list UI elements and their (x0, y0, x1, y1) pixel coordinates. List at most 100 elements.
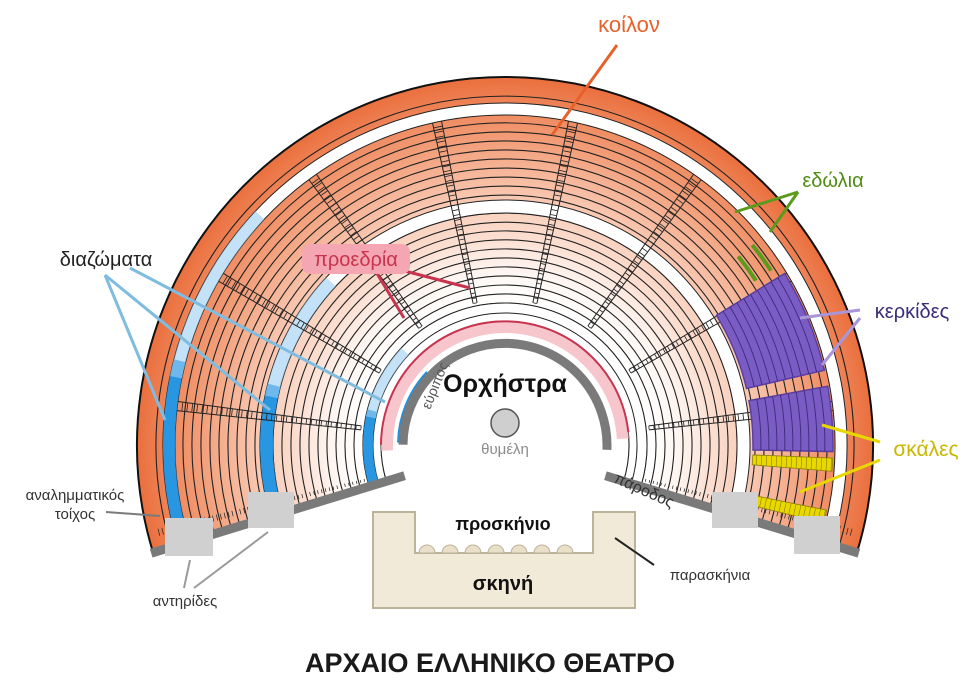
aisle-step (295, 417, 298, 423)
aisle-step (568, 125, 576, 129)
aisle-step (365, 361, 369, 366)
aisle-step (374, 366, 378, 371)
aisle-edge (590, 179, 702, 329)
kerkis-row (811, 389, 818, 452)
side-step (660, 482, 662, 486)
aisle-step (323, 194, 331, 200)
aisle-step (472, 297, 476, 299)
skala-line (765, 455, 768, 466)
aisle-step (459, 238, 465, 241)
aisle-step (335, 211, 342, 216)
side-step (664, 483, 666, 487)
aisle-step (701, 325, 705, 331)
skala-line (793, 503, 797, 516)
aisle-step (682, 190, 689, 196)
seat-row (326, 266, 684, 498)
kerkis-upper (715, 272, 826, 390)
antirides-leader-2 (193, 531, 269, 589)
aisle-step (344, 223, 351, 228)
aisle-step (622, 276, 627, 281)
diazoma-light (170, 211, 265, 379)
aisle-step (650, 356, 653, 361)
aisle-step (559, 169, 567, 173)
side-step (324, 488, 327, 493)
proskinio-column (464, 544, 482, 554)
aisle-step (361, 359, 365, 364)
koilon-label: κοίλον (598, 12, 660, 37)
skala-line (825, 457, 828, 471)
thymeli-altar (490, 408, 520, 438)
aisle-step (227, 278, 232, 286)
aisle-edge (587, 173, 695, 327)
proskinio-label: προσκήνιο (455, 514, 550, 534)
aisle-step (240, 286, 245, 294)
side-step (348, 482, 350, 486)
aisle-step (675, 341, 679, 346)
proskinio-columns (418, 544, 574, 554)
aisle-step (692, 420, 695, 425)
diazomata-leader-1 (103, 274, 167, 421)
aisle-step (435, 130, 443, 134)
aisle-step (671, 207, 678, 212)
aisle-step (241, 410, 243, 417)
seat-row (281, 221, 729, 511)
skala-line (802, 505, 807, 519)
aisle-step (537, 277, 543, 280)
aisle-step (455, 223, 462, 226)
skala-line (820, 457, 823, 471)
proskinio-column (418, 544, 436, 554)
aisle-step (650, 235, 657, 240)
skini-shape (372, 511, 636, 609)
aisle-step (747, 413, 750, 420)
aisle-step (541, 258, 547, 260)
aisle-step (275, 415, 278, 421)
aisle-step (221, 407, 223, 415)
aisle-step (338, 215, 345, 220)
aisle-step (235, 284, 241, 291)
aisle-step (702, 418, 705, 424)
aisle-step (339, 346, 343, 351)
aisle-step (709, 320, 714, 326)
antirides-label: αντηρίδες (153, 593, 218, 610)
aisle-step (712, 417, 715, 423)
aisle-step (540, 263, 546, 265)
aisle-step (246, 411, 248, 418)
aisle-step (315, 420, 318, 425)
aisle-step (549, 218, 556, 221)
aisle-step (352, 354, 356, 359)
skala-line (755, 455, 758, 466)
aisle-step (357, 356, 360, 361)
aisle-step (742, 413, 745, 420)
aisle-step (191, 404, 194, 412)
skala-line (764, 497, 767, 509)
aisle-step (550, 214, 557, 217)
side-step (675, 486, 678, 491)
aisle-edge (222, 272, 382, 370)
aisle-step (697, 419, 700, 425)
analimmatikos-walls (149, 471, 861, 558)
koilon-leader (550, 44, 619, 136)
aisle-step (697, 328, 701, 334)
kerkides-blocks (715, 272, 834, 453)
diazomata-leader-3 (129, 266, 386, 404)
skala-line (773, 499, 777, 511)
side-step (297, 494, 300, 500)
kerkis-row (750, 294, 786, 380)
aisle-step (461, 248, 467, 251)
kerkides-leader-2 (820, 317, 862, 366)
aisle-step (641, 361, 645, 366)
side-step (336, 485, 339, 490)
aisle-step (261, 299, 266, 306)
side-step (227, 511, 230, 518)
aisle-step (671, 343, 675, 349)
aisle-step (309, 328, 313, 334)
aisle-step (605, 301, 609, 305)
kerkides-label: κερκίδες (875, 301, 950, 323)
kerkis-row (743, 298, 779, 382)
side-step (293, 495, 296, 501)
skala-line (795, 456, 798, 469)
side-step (668, 484, 670, 488)
skala-line (775, 455, 778, 467)
aisle-step (326, 198, 334, 204)
aisle-step (464, 263, 470, 265)
